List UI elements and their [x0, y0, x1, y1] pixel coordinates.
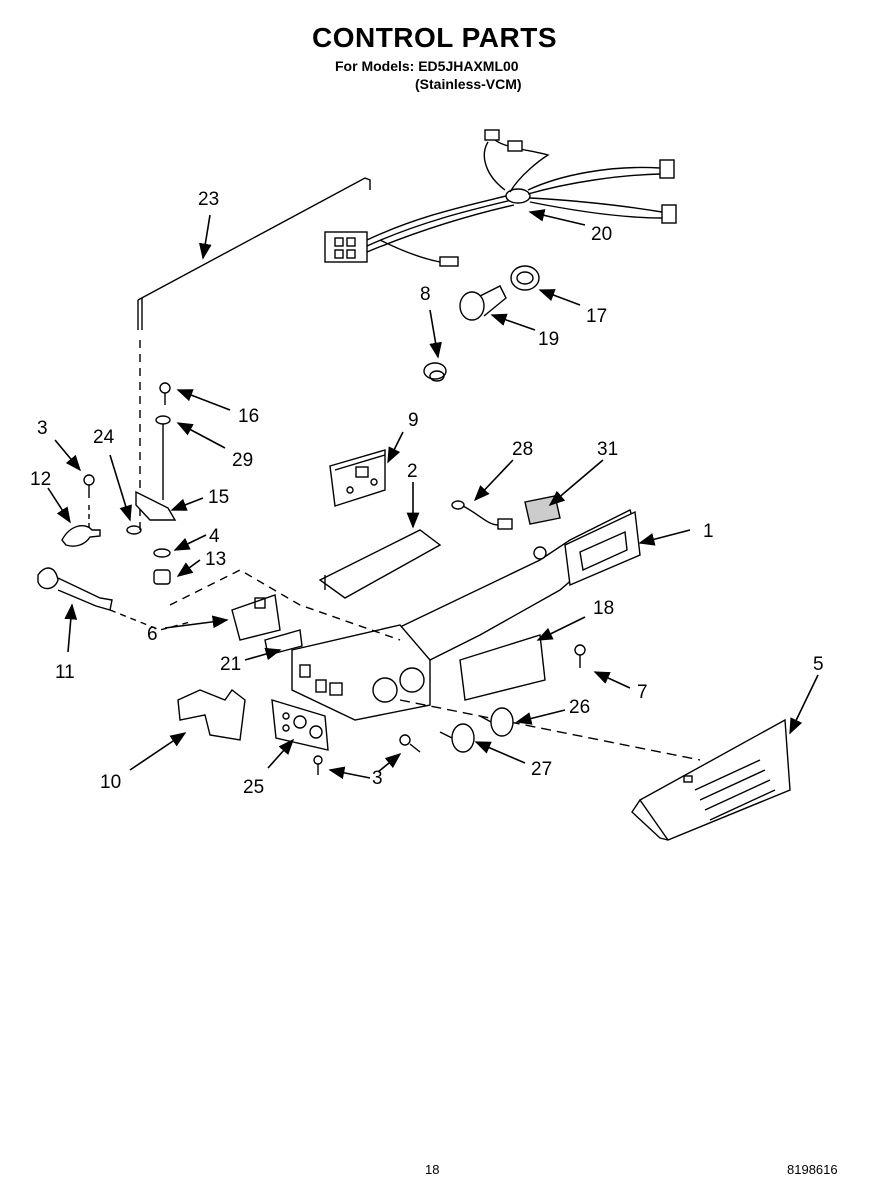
callout-6: 6: [147, 624, 158, 645]
callout-13: 13: [205, 549, 226, 570]
callout-20: 20: [591, 224, 612, 245]
callout-29: 29: [232, 450, 253, 471]
callout-3-bottom: 3: [372, 768, 383, 789]
page-number: 18: [425, 1162, 440, 1177]
part-knob-27: [439, 723, 475, 753]
callout-23: 23: [198, 189, 219, 210]
callout-7: 7: [637, 682, 648, 703]
part-grille: [631, 718, 791, 841]
part-housing: [291, 509, 641, 721]
part-sensor: [451, 500, 513, 530]
callout-11: 11: [55, 662, 75, 683]
document-number: 8198616: [787, 1162, 838, 1177]
part-screw-3-bottom: [313, 734, 421, 775]
callout-5: 5: [813, 654, 824, 675]
callout-2: 2: [407, 461, 418, 482]
callout-4: 4: [209, 526, 220, 547]
callout-18: 18: [593, 598, 614, 619]
models-line: For Models: ED5JHAXML00: [335, 58, 519, 74]
callout-25: 25: [243, 777, 264, 798]
callout-17: 17: [586, 306, 607, 327]
part-knob-26: [479, 707, 514, 737]
part-clamp: [61, 524, 101, 547]
part-plug-button: [423, 362, 447, 382]
part-socket: [510, 265, 540, 291]
callout-16: 16: [238, 406, 259, 427]
part-bracket-9: [329, 449, 386, 507]
part-wire-harness: [324, 129, 677, 267]
part-screw-7: [574, 644, 586, 668]
callout-21: 21: [220, 654, 241, 675]
part-plate: [271, 699, 329, 751]
part-bulb: [459, 285, 507, 321]
callout-12: 12: [30, 469, 51, 490]
callout-24: 24: [93, 427, 115, 448]
part-cover-18: [459, 634, 546, 701]
callout-8: 8: [420, 284, 431, 305]
callout-26: 26: [569, 697, 590, 718]
variant-line: (Stainless-VCM): [415, 76, 522, 92]
part-shaft: [37, 567, 191, 631]
callout-10: 10: [100, 772, 121, 793]
part-shield: [318, 529, 442, 599]
callout-3-top: 3: [37, 418, 48, 439]
callout-27: 27: [531, 759, 552, 780]
callout-28: 28: [512, 439, 533, 460]
callout-15: 15: [208, 487, 229, 508]
part-clip: [177, 688, 246, 741]
part-screw-stack: [126, 382, 177, 585]
callout-31: 31: [597, 439, 618, 460]
callout-19: 19: [538, 329, 559, 350]
page-title: CONTROL PARTS: [311, 22, 558, 53]
part-switch: [231, 594, 281, 641]
callout-1: 1: [703, 521, 714, 542]
callout-9: 9: [408, 410, 419, 431]
